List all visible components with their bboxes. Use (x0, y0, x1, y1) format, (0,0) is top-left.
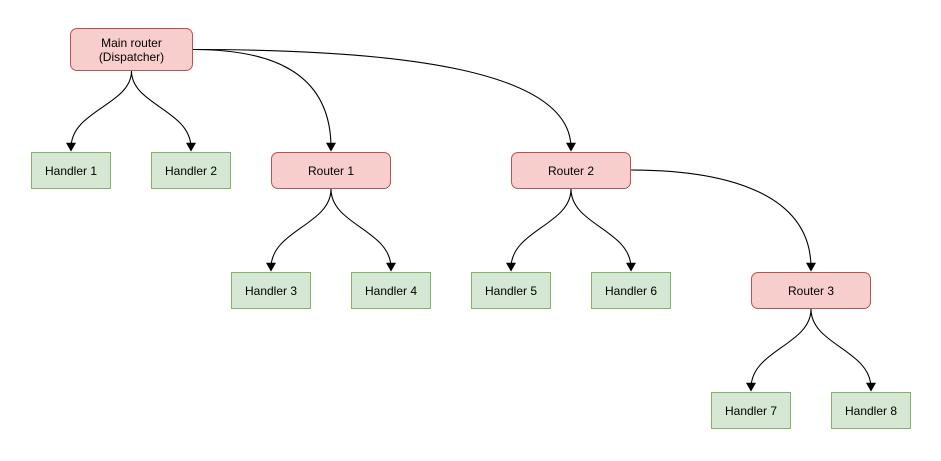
node-handler-3[interactable]: Handler 3 (231, 272, 311, 309)
arrowhead-icon (805, 262, 817, 272)
node-label: Handler 8 (844, 403, 898, 418)
node-main-router[interactable]: Main router (Dispatcher) (70, 28, 193, 71)
edge-router-2-to-router-3 (630, 169, 817, 272)
node-label: Main router (Dispatcher) (98, 35, 165, 64)
node-handler-1[interactable]: Handler 1 (31, 152, 111, 189)
arrowhead-icon (505, 262, 517, 272)
node-handler-7[interactable]: Handler 7 (711, 392, 791, 429)
node-router-1[interactable]: Router 1 (271, 152, 391, 189)
arrowhead-icon (745, 382, 757, 392)
node-handler-8[interactable]: Handler 8 (831, 392, 911, 429)
node-router-2[interactable]: Router 2 (511, 152, 631, 189)
arrowhead-icon (565, 142, 577, 152)
node-handler-4[interactable]: Handler 4 (351, 272, 431, 309)
node-label: Handler 6 (604, 283, 658, 298)
edge-main-router-to-router-1 (192, 48, 337, 152)
edge-main-router-to-handler-1 (65, 70, 133, 152)
arrowhead-icon (385, 262, 397, 272)
edge-router-3-to-handler-7 (745, 308, 812, 392)
arrowhead-icon (325, 142, 337, 152)
node-router-3[interactable]: Router 3 (751, 272, 871, 309)
edge-router-2-to-handler-5 (505, 188, 572, 272)
node-handler-2[interactable]: Handler 2 (151, 152, 231, 189)
node-label: Router 1 (307, 163, 355, 178)
node-label: Handler 3 (244, 283, 298, 298)
edge-main-router-to-handler-2 (130, 70, 197, 152)
arrowhead-icon (625, 262, 637, 272)
node-handler-6[interactable]: Handler 6 (591, 272, 671, 309)
edge-router-1-to-handler-4 (330, 188, 397, 272)
node-label: Handler 4 (364, 283, 418, 298)
node-handler-5[interactable]: Handler 5 (471, 272, 551, 309)
edge-router-3-to-handler-8 (810, 308, 877, 392)
node-label: Handler 2 (164, 163, 218, 178)
node-label: Handler 5 (484, 283, 538, 298)
edge-main-router-to-router-2 (192, 48, 577, 152)
node-label: Router 2 (547, 163, 595, 178)
arrowhead-icon (65, 142, 77, 152)
node-label: Handler 7 (724, 403, 778, 418)
arrowhead-icon (185, 142, 197, 152)
arrowhead-icon (865, 382, 877, 392)
node-label: Handler 1 (44, 163, 98, 178)
edge-router-1-to-handler-3 (265, 188, 332, 272)
edge-router-2-to-handler-6 (570, 188, 637, 272)
node-label: Router 3 (787, 283, 835, 298)
arrowhead-icon (265, 262, 277, 272)
